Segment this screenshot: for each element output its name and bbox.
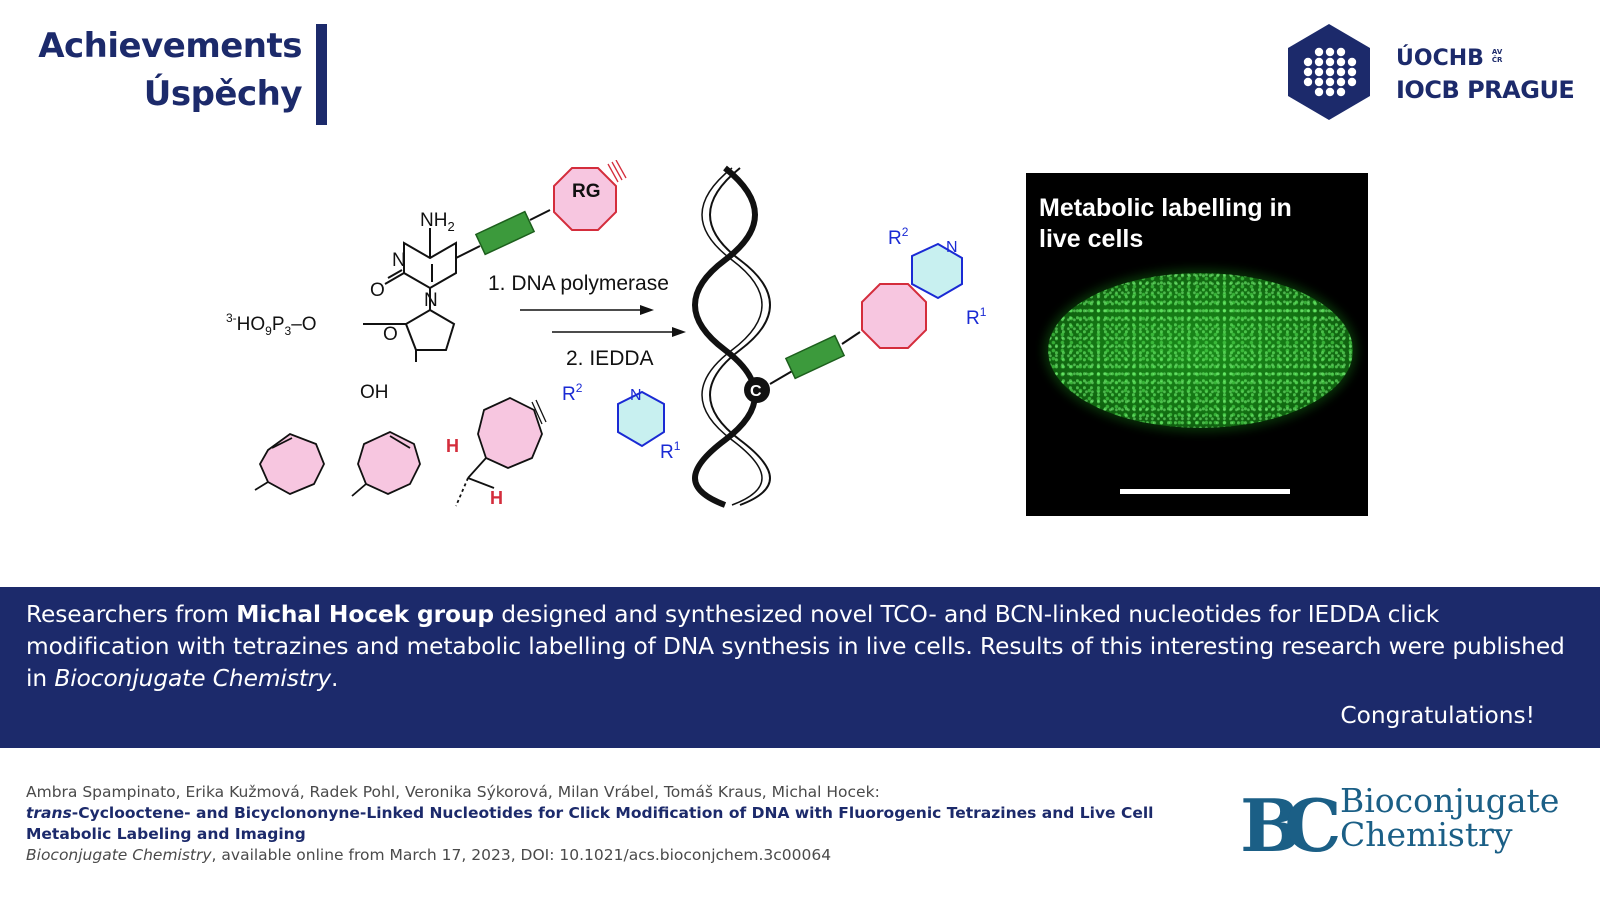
microscopy-title: Metabolic labelling in live cells — [1039, 194, 1292, 253]
bc-logo-mark: BC — [1240, 783, 1338, 863]
citation-title: trans-Cyclooctene- and Bicyclononyne-Lin… — [26, 804, 1154, 843]
journal-logo-text: Bioconjugate Chemistry — [1340, 781, 1560, 854]
reactive-group-label: RG — [572, 181, 601, 202]
ring-nitrogen-3: N — [392, 250, 406, 271]
heading-english: Achievements — [38, 26, 302, 66]
product-cyclooctene-ring — [861, 283, 927, 349]
microscopy-image: Metabolic labelling in live cells — [1026, 173, 1368, 516]
summary-banner: Researchers from Michal Hocek group desi… — [0, 587, 1600, 748]
citation-source: Bioconjugate Chemistry, available online… — [26, 846, 832, 864]
product-n: N — [946, 239, 958, 256]
modified-base-icon — [744, 377, 770, 403]
journal-name: Bioconjugate Chemistry — [54, 665, 332, 692]
bcn-hydrogen-bottom: H — [490, 488, 503, 508]
bcn-hydrogen-top: H — [446, 436, 459, 456]
step-1-label: 1. DNA polymerase — [488, 272, 669, 295]
citation-authors: Ambra Spampinato, Erika Kužmová, Radek P… — [26, 783, 880, 801]
nucleotide-structure — [363, 228, 481, 362]
product-pyridazine-ring — [911, 242, 963, 300]
bioconjugate-chemistry-logo: BC — [1240, 783, 1356, 863]
iocb-czech-name: ÚOCHB — [1396, 46, 1484, 71]
step-2-label: 2. IEDDA — [566, 347, 654, 370]
tetrazine-ring — [617, 390, 665, 448]
group-name: Michal Hocek group — [236, 601, 494, 628]
product-r1: R1 — [966, 305, 987, 329]
arrow-2-head-icon — [672, 327, 686, 337]
page-heading: Achievements Úspěchy — [20, 22, 302, 118]
reaction-scheme: NH2 N N O O OH 3-HO9P3–O RG 1. DNA polym… — [226, 160, 987, 508]
dna-helix-icon — [692, 165, 771, 508]
congratulations-text: Congratulations! — [1340, 702, 1535, 729]
summary-text: Researchers from Michal Hocek group desi… — [26, 601, 1565, 692]
arrow-1-head-icon — [640, 305, 654, 315]
tetrazine-r2: R2 — [562, 381, 583, 405]
bcn-structure — [455, 397, 547, 507]
product-linker-block — [784, 334, 846, 380]
iocb-english-name: IOCB PRAGUE — [1396, 76, 1575, 104]
labelled-cell-nucleus — [1048, 273, 1353, 428]
tetrazine-r1: R1 — [660, 439, 681, 463]
hydroxyl-label: OH — [360, 382, 389, 403]
carbonyl-oxygen: O — [370, 280, 385, 301]
citation: Ambra Spampinato, Erika Kužmová, Radek P… — [26, 782, 1186, 866]
product-r2: R2 — [888, 225, 909, 249]
reactive-group-ring — [553, 167, 617, 231]
amine-label: NH2 — [420, 210, 455, 234]
dna-base-label: C — [750, 383, 762, 400]
linker-block — [474, 210, 536, 256]
scale-bar — [1120, 489, 1290, 494]
heading-accent-bar — [316, 24, 327, 125]
iocb-logo — [1288, 24, 1370, 120]
sugar-oxygen: O — [383, 324, 398, 345]
tetrazine-n: N — [630, 387, 642, 404]
tco-structure-1 — [254, 432, 325, 495]
ring-nitrogen-1: N — [424, 290, 438, 311]
triphosphate-label: 3-HO9P3–O — [226, 311, 317, 338]
heading-czech: Úspěchy — [143, 74, 303, 114]
iocb-dot-pattern-icon — [1303, 47, 1357, 97]
tco-structure-2 — [351, 431, 421, 497]
